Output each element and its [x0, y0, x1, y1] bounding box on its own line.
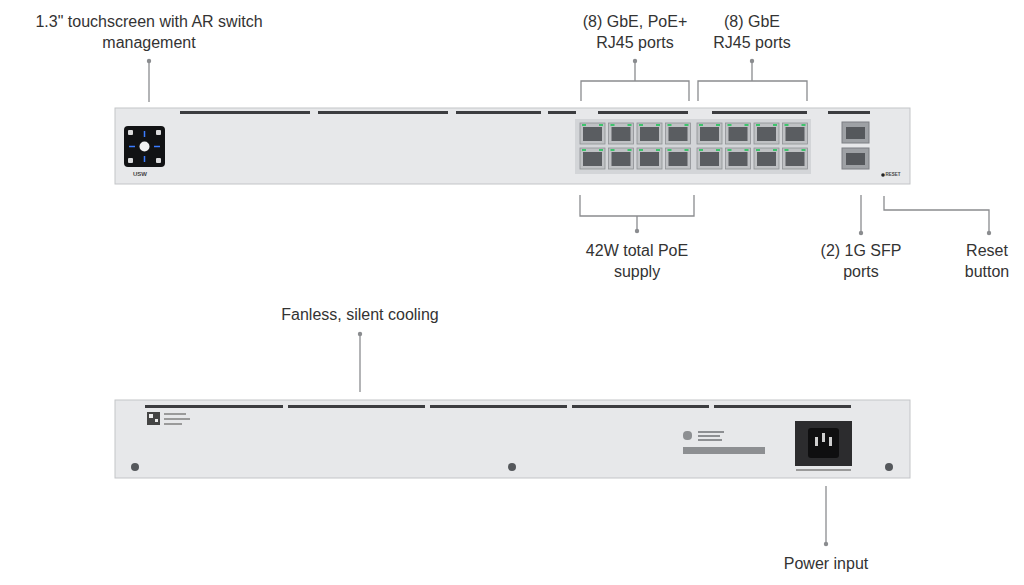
rj45-port	[783, 148, 808, 169]
callout-label: Fanless, silent cooling	[250, 304, 470, 325]
back-housing	[115, 400, 910, 478]
rj45-port	[783, 123, 808, 144]
callout-label: 42W total PoE supply	[573, 240, 701, 282]
device-marking: RESET	[883, 172, 903, 177]
rj45-port	[666, 123, 691, 144]
rj45-port	[637, 123, 662, 144]
qr-sticker	[147, 412, 190, 425]
rj45-port	[666, 148, 691, 169]
sfp-ports	[842, 122, 869, 169]
rj45-port	[580, 148, 605, 169]
callout-label: (8) GbE, PoE+ RJ45 ports	[576, 11, 694, 53]
port-panel	[575, 119, 811, 174]
power-socket	[795, 421, 852, 471]
rj45-port	[726, 148, 751, 169]
callout-label: (2) 1G SFP ports	[815, 240, 907, 282]
device-marking: USW	[130, 171, 150, 178]
regulatory-marks	[683, 431, 765, 454]
callout-label: Power input	[766, 553, 886, 574]
front-panel	[115, 108, 910, 184]
rj45-port	[697, 123, 722, 144]
front-housing	[115, 108, 910, 184]
vent-slots	[180, 111, 870, 114]
vent-slots	[145, 405, 851, 408]
rj45-port	[637, 148, 662, 169]
touchscreen	[124, 126, 165, 167]
leader-dots	[147, 59, 991, 546]
rj45-port	[697, 148, 722, 169]
rj45-port	[726, 123, 751, 144]
rj45-port	[754, 148, 779, 169]
rj45-ports	[580, 123, 808, 169]
back-panel	[115, 400, 910, 478]
rj45-port	[609, 148, 634, 169]
rj45-port	[754, 123, 779, 144]
reset-hole	[881, 173, 885, 177]
screws	[131, 463, 893, 471]
rj45-port	[580, 123, 605, 144]
rj45-port	[609, 123, 634, 144]
callout-label: 1.3" touchscreen with AR switch manageme…	[32, 11, 267, 53]
callout-label: Reset button	[956, 240, 1018, 282]
leader-lines	[149, 62, 989, 543]
callout-label: (8) GbE RJ45 ports	[706, 11, 798, 53]
